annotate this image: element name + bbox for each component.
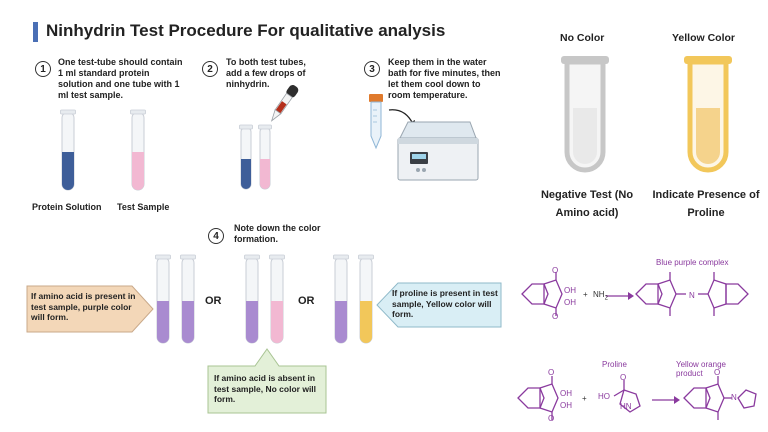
step2-sample-tube [258, 124, 272, 190]
proline-presence-label: Indicate Presence of Proline [652, 189, 760, 219]
proline-hn-label: HN [620, 402, 632, 411]
purple-result-text: If amino acid is present in test sample,… [31, 291, 136, 322]
step-4-text: Note down the color formation. [234, 223, 321, 244]
reaction-1-structures [521, 272, 749, 316]
proline-label: Proline [602, 360, 627, 369]
step-3-text: Keep them in the water bath for five min… [388, 57, 501, 100]
rx2-plus: + [582, 394, 587, 403]
rx2-o-bottom: O [548, 414, 555, 423]
or-label-2: OR [298, 295, 315, 307]
purple-result-callout [26, 285, 154, 333]
proline-result-text: If proline is present in test sample, Ye… [392, 288, 498, 319]
protein-solution-tube [60, 109, 76, 191]
rx1-oh-1: OH [564, 286, 576, 295]
result1-tube-a [155, 254, 171, 344]
title-accent-bar [33, 22, 38, 42]
result2-tube-a [244, 254, 260, 344]
proline-ho-label: HO [598, 392, 610, 401]
result1-tube-b [180, 254, 196, 344]
step-2-text: To both test tubes, add a few drops of n… [226, 57, 306, 89]
test-sample-label: Test Sample [117, 202, 170, 212]
no-color-title: No Color [560, 32, 605, 44]
no-color-callout [207, 348, 327, 414]
ninhydrin-dropper [270, 85, 299, 122]
step-4-number: 4 [208, 228, 224, 244]
step-3-number: 3 [364, 61, 380, 77]
or-label-1: OR [205, 295, 222, 307]
blue-purple-complex-label: Blue purple complex [656, 258, 729, 267]
rx1-o-top: O [552, 266, 559, 275]
rx2-product-o-label: O [714, 368, 721, 377]
rx2-o-top: O [548, 368, 555, 377]
reaction-2-structures [517, 376, 757, 420]
result2-tube-b [269, 254, 285, 344]
rx1-n-label: N [689, 291, 695, 300]
step-1-text: One test-tube should contain 1 ml standa… [58, 57, 183, 100]
proline-result-callout [376, 282, 502, 328]
water-bath-icon [397, 121, 479, 181]
rx1-plus: + [583, 290, 588, 299]
protein-solution-label: Protein Solution [32, 202, 102, 212]
rx2-oh-2: OH [560, 401, 572, 410]
step2-protein-tube [239, 124, 253, 190]
proline-o-label: O [620, 373, 627, 382]
rx1-o-bottom: O [552, 312, 559, 321]
yellow-color-title: Yellow Color [672, 32, 736, 44]
result3-tube-a [333, 254, 349, 344]
yellow-orange-product-label: Yellow orange product [676, 360, 726, 378]
negative-test-label: Negative Test (No Amino acid) [540, 189, 634, 219]
nh2-label: NH2 [593, 290, 608, 302]
rx1-oh-2: OH [564, 298, 576, 307]
step-2-number: 2 [202, 61, 218, 77]
test-sample-tube [130, 109, 146, 191]
rx2-oh-1: OH [560, 389, 572, 398]
proline-test-tube [684, 56, 732, 173]
falcon-tube [369, 94, 383, 150]
page-title: Ninhydrin Test Procedure For qualitative… [46, 21, 446, 40]
no-color-text: If amino acid is absent in test sample, … [214, 373, 317, 404]
rx2-n-label: N [731, 393, 737, 402]
result3-tube-b [358, 254, 374, 344]
negative-test-tube [561, 56, 609, 173]
step-1-number: 1 [35, 61, 51, 77]
